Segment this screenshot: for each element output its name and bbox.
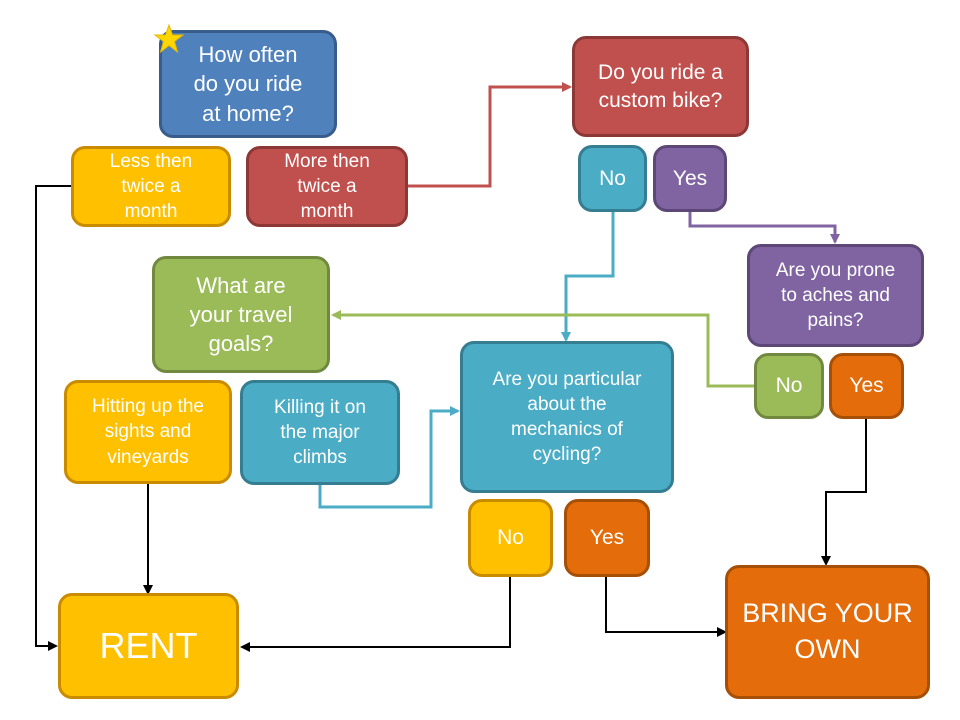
question-travel-goals-text: What are your travel goals?	[189, 272, 293, 357]
answer-less-twice: Less then twice a month	[71, 146, 231, 227]
question-mechanics-text: Are you particular about the mechanics o…	[492, 368, 642, 466]
result-rent: RENT	[58, 593, 239, 699]
answer-custom-no-text: No	[599, 166, 626, 190]
answer-sights-text: Hitting up the sights and vineyards	[92, 396, 204, 468]
question-custom-bike: Do you ride a custom bike?	[572, 36, 749, 137]
answer-mech-yes: Yes	[564, 499, 650, 577]
answer-more-twice-text: More then twice a month	[284, 150, 370, 223]
question-aches: Are you prone to aches and pains?	[747, 244, 924, 347]
answer-climbs: Killing it on the major climbs	[240, 380, 400, 485]
arrow-more-to-custom	[407, 82, 572, 188]
answer-aches-no-text: No	[775, 374, 803, 398]
arrow-custom-no-to-mechanics	[561, 212, 615, 342]
answer-aches-yes-text: Yes	[849, 374, 884, 398]
result-bring-own-text: BRING YOUR OWN	[742, 598, 913, 664]
answer-custom-no: No	[578, 145, 647, 212]
question-ride-home: How often do you ride at home?	[159, 30, 337, 138]
arrow-mech-yes-to-own	[605, 577, 727, 637]
answer-custom-yes-text: Yes	[672, 166, 708, 190]
question-ride-home-text: How often do you ride at home?	[193, 42, 303, 126]
result-rent-text: RENT	[99, 625, 198, 667]
answer-mech-no: No	[468, 499, 553, 577]
question-aches-text: Are you prone to aches and pains?	[775, 259, 896, 332]
arrow-climbs-to-mechanics	[318, 406, 460, 509]
answer-more-twice: More then twice a month	[246, 146, 408, 227]
arrow-mech-no-to-rent	[240, 577, 511, 652]
answer-custom-yes: Yes	[653, 145, 727, 212]
star-icon	[154, 24, 184, 54]
answer-sights: Hitting up the sights and vineyards	[64, 380, 232, 484]
arrow-less-to-rent	[35, 185, 72, 651]
arrow-custom-yes-to-aches	[688, 212, 840, 244]
result-bring-own: BRING YOUR OWN	[725, 565, 930, 699]
answer-aches-no: No	[754, 353, 824, 419]
answer-less-twice-text: Less then twice a month	[109, 150, 193, 223]
answer-climbs-text: Killing it on the major climbs	[274, 396, 366, 469]
arrow-aches-no-to-goals	[331, 310, 754, 388]
answer-mech-yes-text: Yes	[589, 526, 625, 550]
question-travel-goals: What are your travel goals?	[152, 256, 330, 373]
question-custom-bike-text: Do you ride a custom bike?	[598, 60, 723, 112]
question-mechanics: Are you particular about the mechanics o…	[460, 341, 674, 493]
answer-mech-no-text: No	[497, 526, 524, 550]
answer-aches-yes: Yes	[829, 353, 904, 419]
arrow-aches-yes-to-own	[821, 419, 867, 566]
